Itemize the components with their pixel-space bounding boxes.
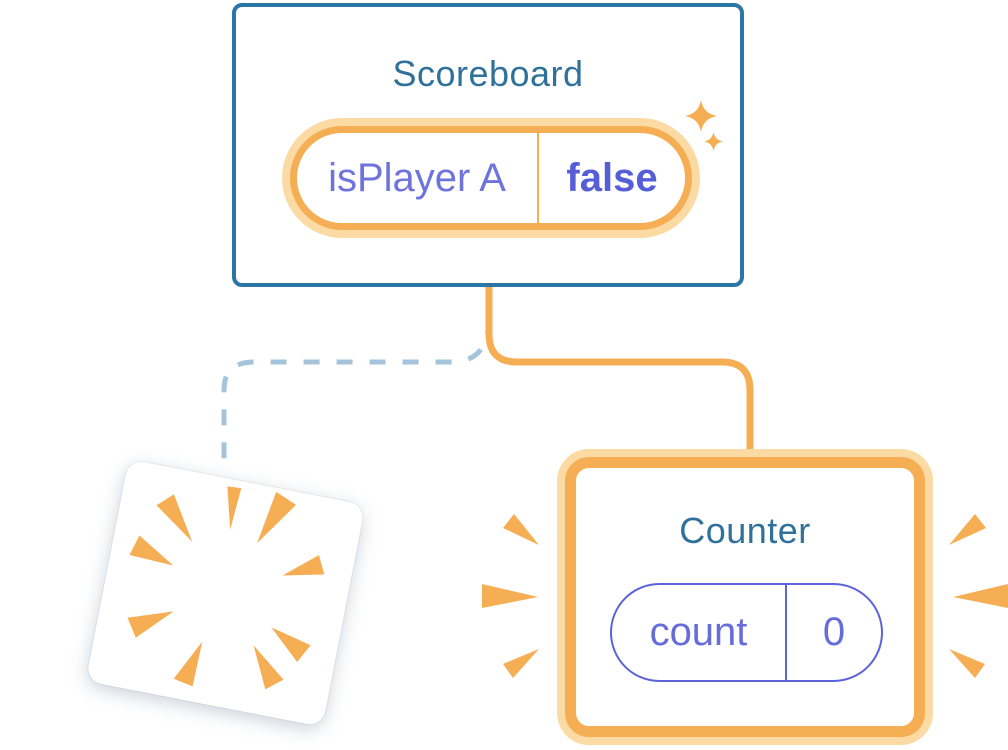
scoreboard-card: Scoreboard isPlayer A false bbox=[232, 3, 744, 287]
state-label: isPlayer A bbox=[328, 155, 506, 200]
state-label: count bbox=[649, 610, 748, 654]
dashed-connector bbox=[221, 317, 492, 467]
pill-divider bbox=[785, 585, 787, 680]
sparkle-icon bbox=[685, 100, 717, 132]
counter-title: Counter bbox=[679, 510, 811, 551]
emphasis-ray bbox=[953, 584, 1008, 608]
counter-state-pill: count 0 bbox=[610, 583, 883, 682]
destroyed-card bbox=[85, 459, 366, 727]
explosion-burst-icon bbox=[127, 486, 325, 690]
state-value: false bbox=[566, 155, 658, 200]
emphasis-ray bbox=[949, 514, 986, 545]
emphasis-ray bbox=[482, 584, 538, 608]
emphasis-ray bbox=[503, 514, 539, 545]
pill-divider bbox=[537, 133, 539, 223]
emphasis-ray bbox=[949, 649, 985, 678]
state-value: 0 bbox=[822, 610, 846, 654]
counter-card: Counter count 0 bbox=[565, 457, 925, 737]
scoreboard-state-pill: isPlayer A false bbox=[290, 126, 692, 230]
scoreboard-title: Scoreboard bbox=[392, 53, 584, 94]
sparkle-icon-small bbox=[704, 132, 723, 151]
emphasis-ray bbox=[503, 649, 539, 678]
solid-connector bbox=[485, 283, 754, 452]
